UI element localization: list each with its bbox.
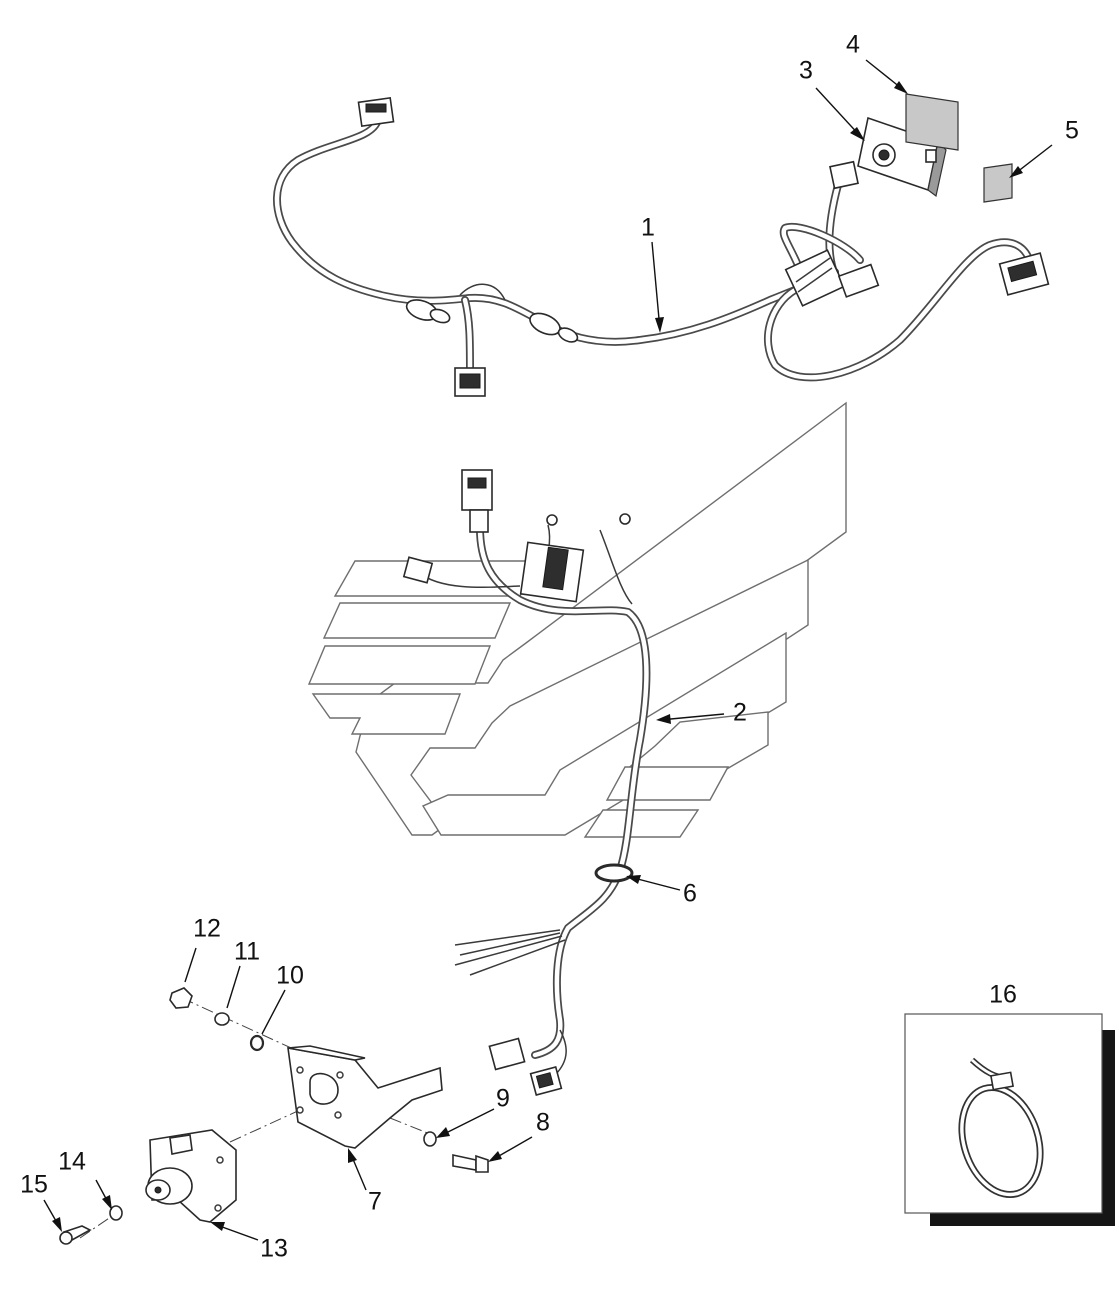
callout-11: 11 xyxy=(234,938,260,966)
cable-tie-icon xyxy=(958,1057,1044,1199)
callout-15: 15 xyxy=(20,1171,48,1199)
wire-harness-icon xyxy=(273,96,1050,397)
wire-harness-icon xyxy=(402,469,651,1096)
nut-12 xyxy=(169,987,193,1009)
callout-12: 12 xyxy=(193,915,221,943)
callout-8: 8 xyxy=(536,1109,550,1137)
grommet-6 xyxy=(594,863,634,883)
label-plate-4 xyxy=(905,93,959,151)
callout-3: 3 xyxy=(799,57,813,85)
callout-14: 14 xyxy=(58,1148,86,1176)
callout-10: 10 xyxy=(276,962,304,990)
cable-tie-inset xyxy=(904,1013,1115,1226)
mounting-bracket-icon xyxy=(287,1045,443,1149)
washer-14 xyxy=(109,1205,123,1221)
callout-labels: 1 2 3 4 5 6 7 8 9 10 11 12 13 14 15 16 xyxy=(20,31,1079,1263)
washer-9 xyxy=(423,1131,437,1147)
leader-lines xyxy=(43,59,1053,1241)
callout-2: 2 xyxy=(733,699,747,727)
chevron-logo-watermark xyxy=(307,401,847,838)
callout-16: 16 xyxy=(989,981,1017,1009)
washer-11 xyxy=(214,1012,230,1026)
rotary-switch-body-13 xyxy=(145,1129,237,1223)
decal-5 xyxy=(983,163,1013,203)
lock-washer-10 xyxy=(249,1034,265,1052)
callout-4: 4 xyxy=(846,31,860,59)
callout-1: 1 xyxy=(641,214,655,242)
callout-6: 6 xyxy=(683,880,697,908)
bolt-8 xyxy=(452,1154,489,1173)
callout-7: 7 xyxy=(368,1188,382,1216)
screw-15 xyxy=(59,1225,92,1245)
callout-13: 13 xyxy=(260,1235,288,1263)
callout-9: 9 xyxy=(496,1085,510,1113)
callout-5: 5 xyxy=(1065,117,1079,145)
